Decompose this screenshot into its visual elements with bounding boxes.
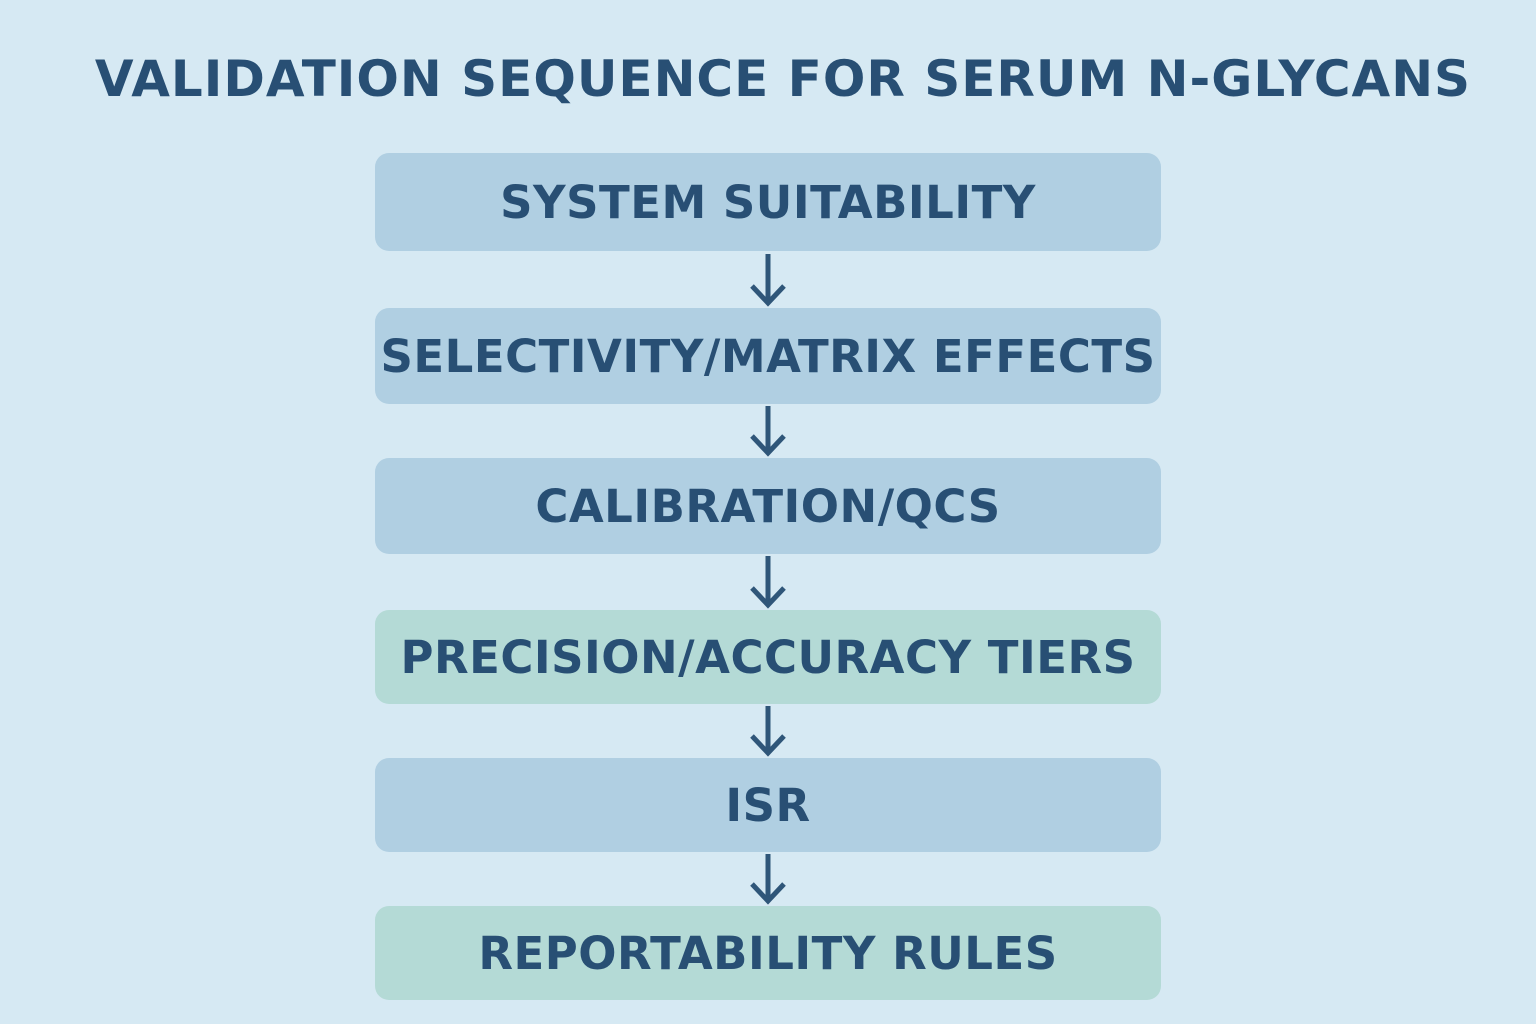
down-arrow-icon (750, 406, 786, 457)
down-arrow-icon (750, 556, 786, 609)
step-system-suitability: SYSTEM SUITABILITY (375, 153, 1161, 251)
step-precision-accuracy-tiers: PRECISION/ACCURACY TIERS (375, 610, 1161, 704)
step-label: ISR (725, 778, 811, 832)
step-label: SYSTEM SUITABILITY (500, 175, 1036, 229)
step-label: CALIBRATION/QCS (535, 479, 1001, 533)
down-arrow-icon (750, 854, 786, 905)
step-isr: ISR (375, 758, 1161, 852)
step-calibration-qcs: CALIBRATION/QCS (375, 458, 1161, 554)
diagram-title: VALIDATION SEQUENCE FOR SERUM N-GLYCANS (94, 50, 1472, 108)
step-label: REPORTABILITY RULES (478, 926, 1058, 980)
step-label: SELECTIVITY/MATRIX EFFECTS (380, 329, 1156, 383)
step-selectivity-matrix-effects: SELECTIVITY/MATRIX EFFECTS (375, 308, 1161, 404)
down-arrow-icon (750, 706, 786, 757)
down-arrow-icon (750, 254, 786, 307)
step-label: PRECISION/ACCURACY TIERS (400, 630, 1136, 684)
step-reportability-rules: REPORTABILITY RULES (375, 906, 1161, 1000)
